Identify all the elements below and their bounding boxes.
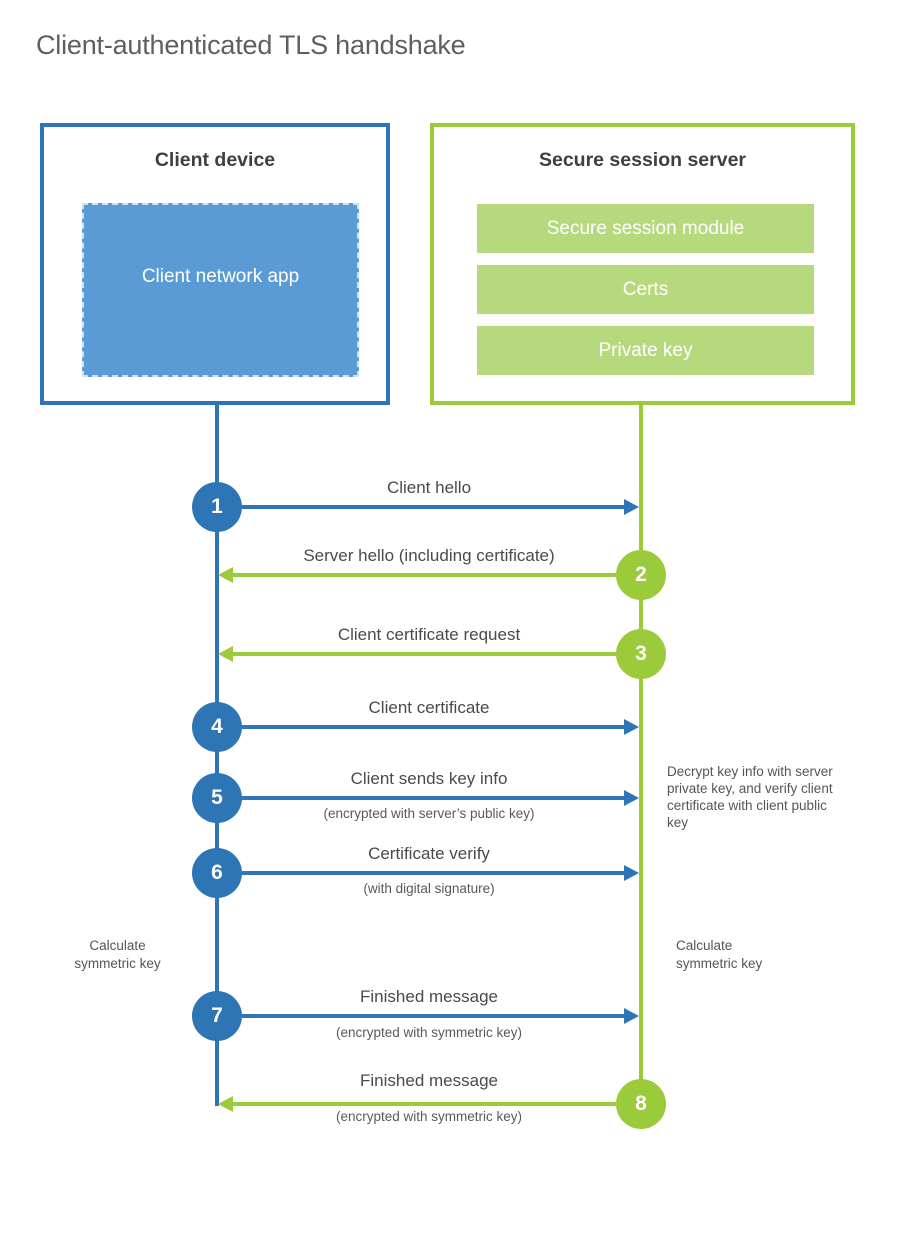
note-calculate-symmetric-key-server: Calculate symmetric key — [676, 938, 763, 971]
arrow-finished-message-server — [218, 1096, 616, 1112]
secure-session-server-box: Secure session server Secure session mod… — [430, 123, 855, 405]
arrow-finished-message-client — [242, 1008, 639, 1024]
sublabel-certificate-verify: (with digital signature) — [363, 881, 495, 896]
step-badge-8: 8 — [616, 1079, 666, 1129]
step-badge-5: 5 — [192, 773, 242, 823]
label-client-certificate: Client certificate — [368, 698, 490, 717]
arrow-server-hello — [218, 567, 616, 583]
step-badge-2: 2 — [616, 550, 666, 600]
step-badge-1: 1 — [192, 482, 242, 532]
client-network-app-label: Client network app — [141, 265, 300, 287]
step-badge-7: 7 — [192, 991, 242, 1041]
label-client-hello: Client hello — [386, 478, 472, 497]
sublabel-finished-message-client: (encrypted with symmetric key) — [335, 1025, 523, 1040]
server-module-secure-session: Secure session module — [477, 204, 814, 253]
sublabel-client-sends-key-info: (encrypted with server’s public key) — [323, 806, 535, 821]
arrow-client-certificate — [242, 719, 639, 735]
server-module-certs: Certs — [477, 265, 814, 314]
sublabel-finished-message-server: (encrypted with symmetric key) — [335, 1109, 523, 1124]
step-badge-3: 3 — [616, 629, 666, 679]
client-network-app-box: Client network app — [82, 203, 359, 377]
label-finished-message-client: Finished message — [360, 987, 498, 1006]
secure-session-server-title: Secure session server — [538, 149, 747, 171]
client-device-title: Client device — [154, 149, 276, 171]
label-server-hello: Server hello (including certificate) — [303, 546, 555, 565]
note-decrypt-key-info: Decrypt key info with server private key… — [667, 764, 833, 830]
server-module-private-key: Private key — [477, 326, 814, 375]
step-badge-4: 4 — [192, 702, 242, 752]
server-lifeline — [639, 405, 643, 1106]
label-client-sends-key-info: Client sends key info — [350, 769, 508, 788]
client-device-box: Client device Client network app — [40, 123, 390, 405]
label-finished-message-server: Finished message — [360, 1071, 498, 1090]
arrow-client-sends-key-info — [242, 790, 639, 806]
label-certificate-verify: Certificate verify — [368, 844, 490, 863]
step-badge-6: 6 — [192, 848, 242, 898]
arrow-client-certificate-request — [218, 646, 616, 662]
page-title: Client-authenticated TLS handshake — [36, 30, 466, 60]
arrow-client-hello — [242, 499, 639, 515]
note-calculate-symmetric-key-client: Calculate symmetric key — [74, 938, 161, 971]
label-client-certificate-request: Client certificate request — [337, 625, 521, 644]
client-lifeline — [215, 405, 219, 1106]
arrow-certificate-verify — [242, 865, 639, 881]
